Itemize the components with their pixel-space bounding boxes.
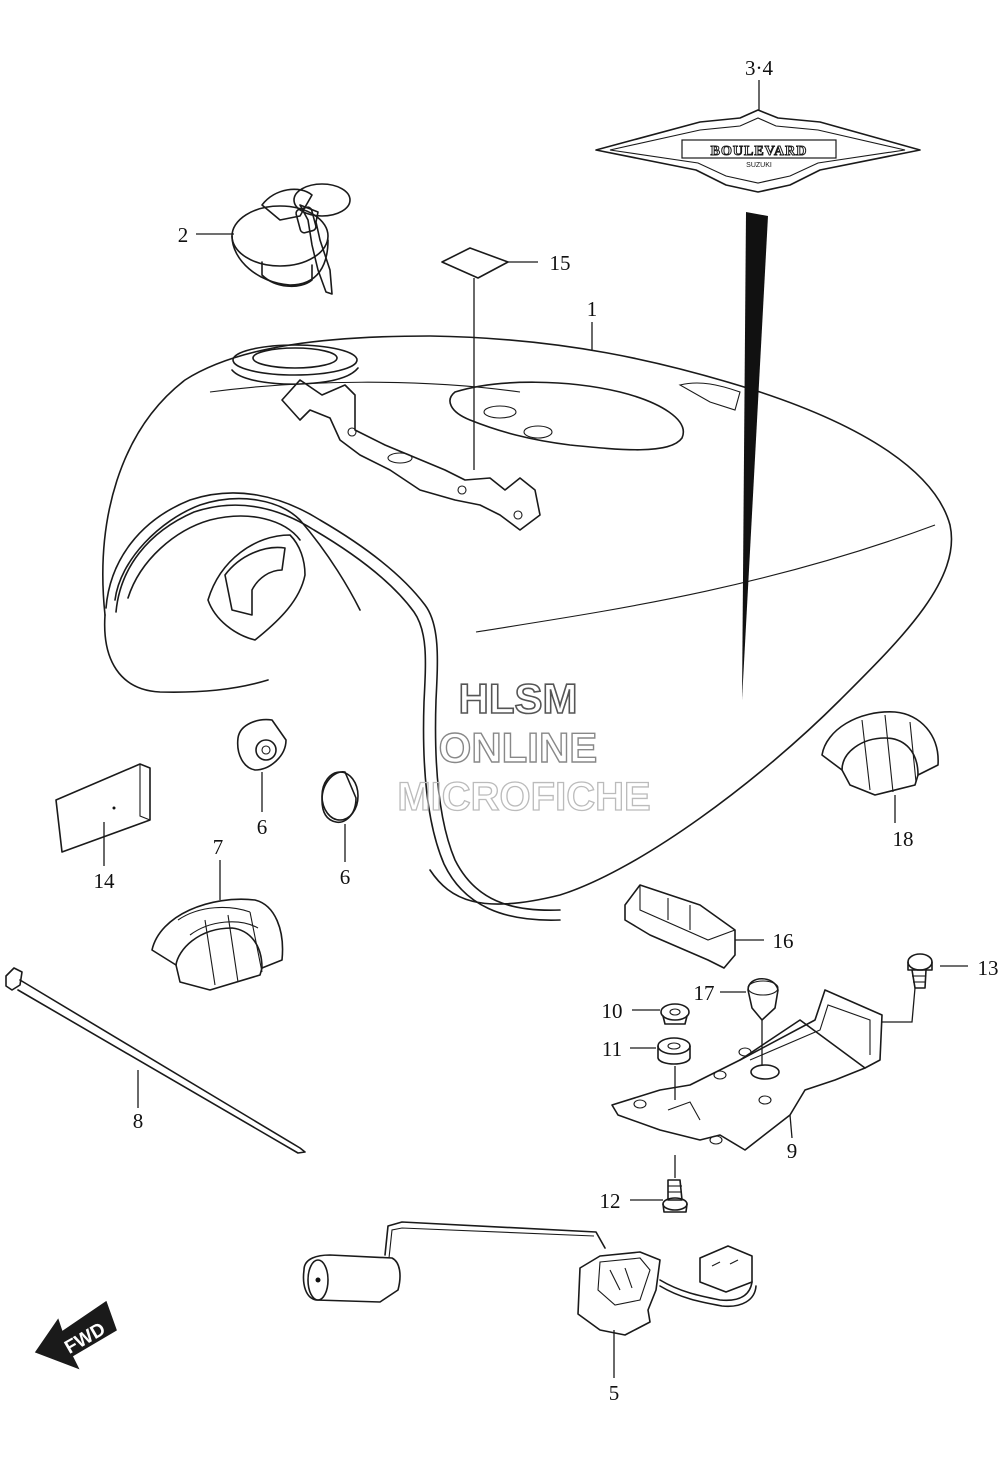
emblem-sub: SUZUKI xyxy=(746,162,772,169)
watermark-line-1: HLSM xyxy=(459,675,578,722)
bolt-13 xyxy=(907,953,933,989)
tank-emblem: BOULEVARD SUZUKI xyxy=(595,109,921,193)
callout-8: 8 xyxy=(133,1109,144,1133)
callout-13: 13 xyxy=(978,956,999,980)
tank-cushion-18 xyxy=(821,711,939,796)
callout-12: 12 xyxy=(600,1189,621,1213)
watermark-line-2: ONLINE xyxy=(439,724,598,771)
callout-7: 7 xyxy=(213,835,224,859)
callout-1: 1 xyxy=(587,297,598,321)
warning-label xyxy=(55,763,151,853)
washer-10 xyxy=(660,1003,690,1025)
callout-labels: 3·4 2 15 1 6 6 7 14 18 16 17 10 11 13 9 … xyxy=(94,56,999,1405)
watermark: HLSM ONLINE MICROFICHE xyxy=(397,674,652,819)
callout-15: 15 xyxy=(550,251,571,275)
tank-rear-bracket xyxy=(611,989,883,1151)
forward-direction-arrow: FWD xyxy=(34,1300,117,1370)
callout-6b: 6 xyxy=(340,865,351,889)
label-plate xyxy=(441,247,509,279)
callout-14: 14 xyxy=(94,869,116,893)
fuel-tank xyxy=(102,335,953,921)
bolt-12 xyxy=(662,1179,688,1213)
callout-3-4: 3·4 xyxy=(745,56,773,80)
tank-stripe-decal xyxy=(742,212,768,700)
cushion-grommet-1 xyxy=(236,718,287,771)
grommet-17 xyxy=(747,977,779,1021)
callout-5: 5 xyxy=(609,1381,620,1405)
callout-11: 11 xyxy=(602,1037,622,1061)
callout-18: 18 xyxy=(893,827,914,851)
callout-6a: 6 xyxy=(257,815,268,839)
callout-10: 10 xyxy=(602,999,623,1023)
watermark-line-3: MICROFICHE xyxy=(397,775,650,819)
fuel-cap xyxy=(231,183,351,295)
fuel-level-gauge xyxy=(302,1221,757,1336)
emblem-brand: BOULEVARD xyxy=(711,144,808,159)
spacer-11 xyxy=(657,1037,691,1065)
callout-2: 2 xyxy=(178,223,189,247)
callout-9: 9 xyxy=(787,1139,798,1163)
cable-tie xyxy=(5,967,306,1154)
tank-cushion-7 xyxy=(151,898,284,991)
leader-lines xyxy=(103,80,968,1378)
tank-rear-cushion xyxy=(624,884,736,969)
callout-17: 17 xyxy=(694,981,715,1005)
cushion-grommet-2 xyxy=(321,771,359,824)
callout-16: 16 xyxy=(773,929,794,953)
